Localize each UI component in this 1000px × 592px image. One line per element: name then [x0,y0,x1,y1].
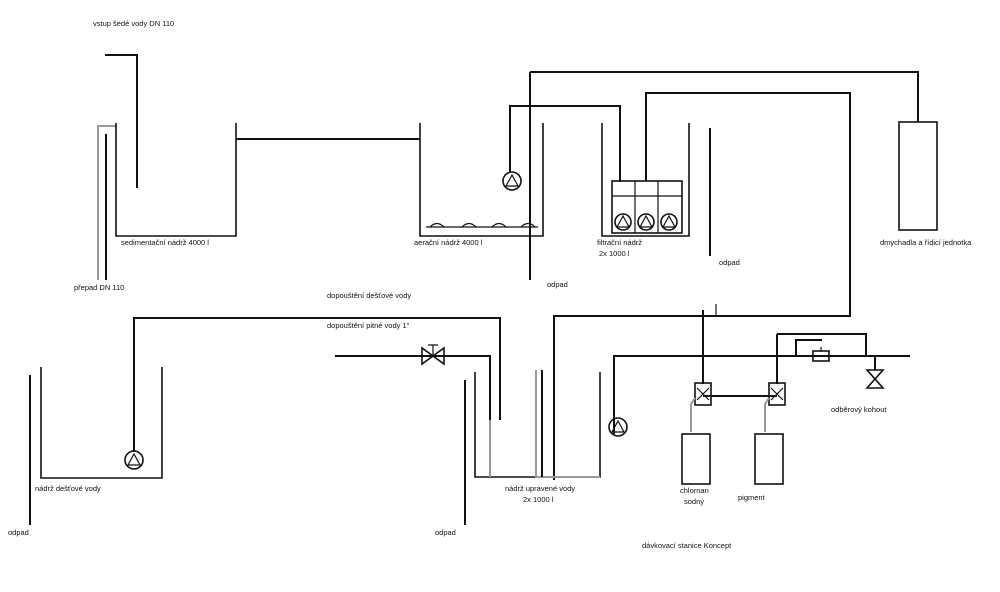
label-filtration-tank: filtrační nádrž [597,238,642,247]
potable-valve-icon [421,344,445,366]
label-dosing-station: dávkovací stanice Koncept [642,541,732,550]
aeration-tank [419,123,544,237]
dosing-pump-1-icon [694,382,712,406]
label-pigment: pigment [738,493,766,502]
aeration-pump-icon [502,171,522,191]
label-waste-filtration: odpad [719,258,740,267]
label-rainwater-tank: nádrž dešťové vody [35,484,101,493]
dosing-flowmeter-loop [795,339,822,356]
label-potable-topup: dopouštění pitné vody 1" [327,321,410,330]
sampling-tap-icon [865,356,885,389]
pigment-suction-line [764,397,770,432]
treated-pump-icon [608,417,628,437]
potable-topup-pipe [335,355,491,420]
dosing-pump-2-icon [768,382,786,406]
rainwater-pump-icon [124,450,144,470]
label-treated-capacity: 2x 1000 l [523,495,554,504]
aeration-pump-line [509,105,621,182]
rainwater-tank [40,367,163,479]
label-overflow: přepad DN 110 [74,283,124,292]
label-chlorine-2: sodný [684,497,704,506]
filtration-modules [611,180,683,234]
treated-pump-line [613,355,703,434]
label-blower: dmychadla a řídicí jednotka [880,238,972,247]
label-sampling-tap: odběrový kohout [831,405,887,414]
overflow-pipe [97,125,116,280]
aeration-diffusers [426,222,538,228]
label-waste-aeration: odpad [547,280,568,289]
flowmeter-icon [812,347,830,362]
chlorine-suction-line [690,397,696,432]
label-rainwater-topup: dopouštění dešťové vody [327,291,411,300]
dosing-top-loop [777,333,867,356]
blower-control-unit [898,121,938,231]
label-chlorine: chlornan [680,486,709,495]
treated-inlet-grey [489,370,600,478]
blower-air-line [530,71,919,122]
label-filtration-capacity: 2x 1000 l [599,249,630,258]
sedimentation-tank [115,123,237,237]
greywater-inlet-pipe [105,54,138,188]
label-sedimentation-tank: sedimentační nádrž 4000 l [121,238,209,247]
label-treated-tank: nádrž upravené vody [505,484,575,493]
treated-water-tank [474,372,601,478]
filtration-air-line [553,92,851,480]
pigment-container [754,433,784,485]
chlorine-container [681,433,711,485]
label-aeration-tank: aerační nádrž 4000 l [414,238,483,247]
label-greywater-inlet: vstup šedé vody DN 110 [93,19,174,28]
filtration-tank [601,123,690,237]
rainwater-topup-pipe [133,317,501,452]
label-waste-rainwater: odpad [8,528,29,537]
label-waste-treated: odpad [435,528,456,537]
